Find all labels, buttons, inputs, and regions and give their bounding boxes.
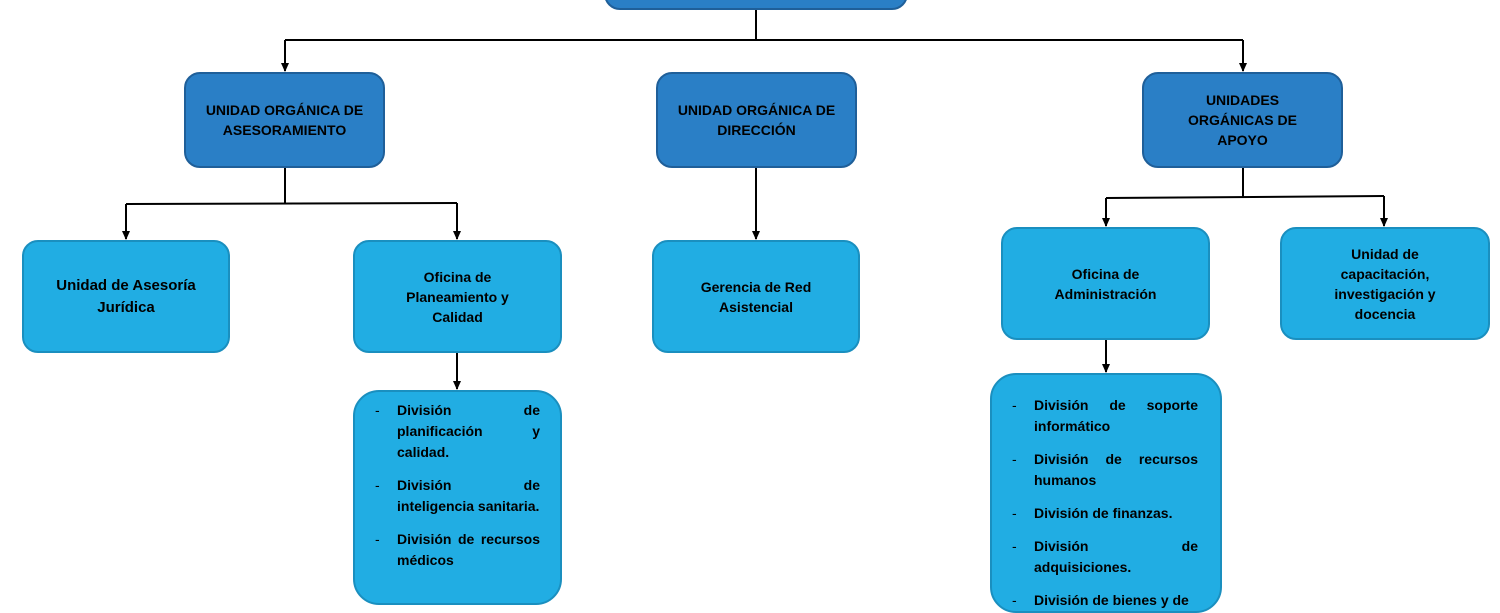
- list-item: División de finanzas.: [1012, 503, 1198, 524]
- administracion-label: Oficina de Administración: [1054, 265, 1157, 302]
- gerencia-red-label: Gerencia de Red Asistencial: [700, 278, 812, 315]
- list-item: División de inteligencia sanitaria.: [375, 475, 540, 517]
- capacitacion-label: Unidad de capacitación, investigación y …: [1334, 245, 1436, 322]
- planeamiento-divisiones-list: División de planificación y calidad. Div…: [375, 400, 540, 583]
- capacitacion-box: Unidad de capacitación, investigación y …: [1280, 227, 1490, 340]
- connector-lines: [122, 6, 1388, 390]
- administracion-box: Oficina de Administración: [1001, 227, 1210, 340]
- unidad-direccion-label: UNIDAD ORGÁNICA DE DIRECCIÓN: [677, 102, 836, 138]
- edge-apoyo-bar: [1105, 195, 1385, 199]
- asesoria-juridica-label: Unidad de Asesoría Jurídica: [56, 276, 196, 316]
- list-item: División de bienes y de: [1012, 590, 1198, 611]
- list-item: División de recursos humanos: [1012, 449, 1198, 491]
- root-box: [604, 0, 908, 10]
- unidad-asesoramiento-label: UNIDAD ORGÁNICA DE ASESORAMIENTO: [205, 102, 364, 138]
- unidad-direccion-box: UNIDAD ORGÁNICA DE DIRECCIÓN: [656, 72, 857, 168]
- unidades-apoyo-label: UNIDADES ORGÁNICAS DE APOYO: [1188, 92, 1297, 148]
- unidad-asesoramiento-box: UNIDAD ORGÁNICA DE ASESORAMIENTO: [184, 72, 385, 168]
- planeamiento-divisiones-box: División de planificación y calidad. Div…: [353, 390, 562, 605]
- list-item: División de recursos médicos: [375, 529, 540, 571]
- gerencia-red-box: Gerencia de Red Asistencial: [652, 240, 860, 353]
- administracion-divisiones-list: División de soporte informático División…: [1012, 395, 1198, 611]
- planeamiento-label: Oficina de Planeamiento y Calidad: [406, 268, 509, 325]
- unidades-apoyo-box: UNIDADES ORGÁNICAS DE APOYO: [1142, 72, 1343, 168]
- list-item: División de planificación y calidad.: [375, 400, 540, 463]
- list-item: División de soporte informático: [1012, 395, 1198, 437]
- asesoria-juridica-box: Unidad de Asesoría Jurídica: [22, 240, 230, 353]
- administracion-divisiones-box: División de soporte informático División…: [990, 373, 1222, 613]
- planeamiento-box: Oficina de Planeamiento y Calidad: [353, 240, 562, 353]
- edge-asesoramiento-bar: [125, 202, 458, 205]
- list-item: División de adquisiciones.: [1012, 536, 1198, 578]
